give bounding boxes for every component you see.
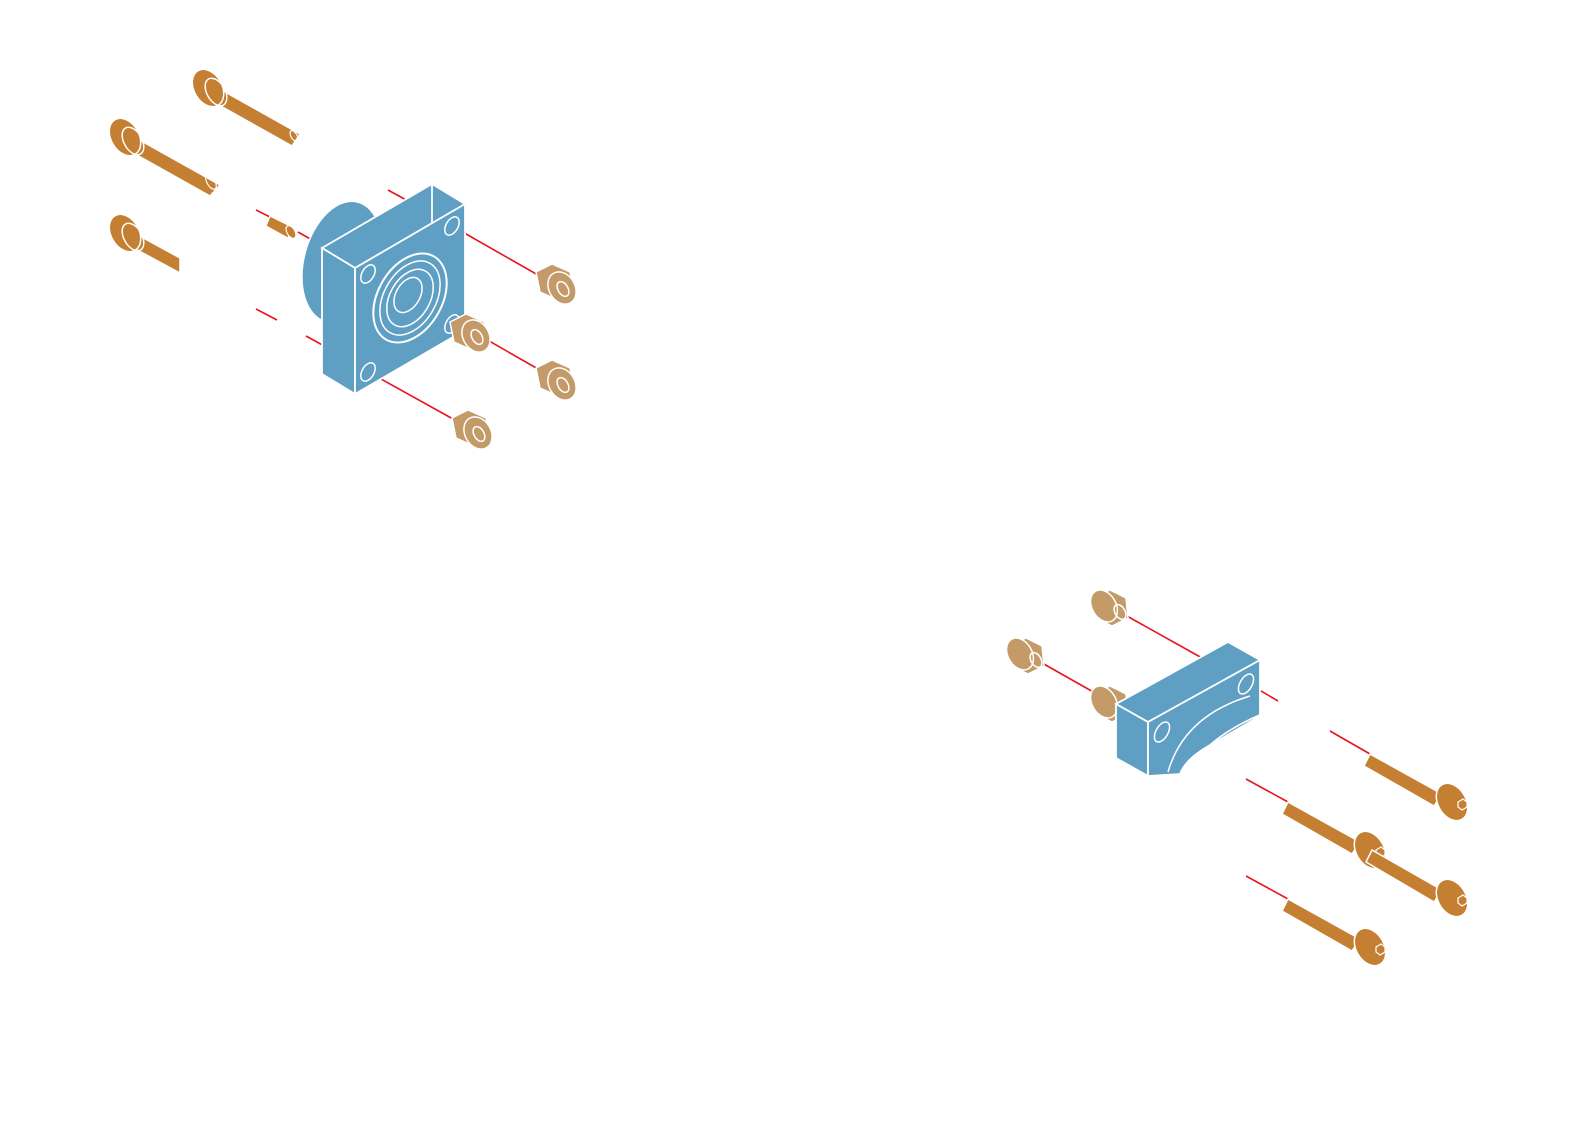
screw-icon — [1281, 897, 1387, 967]
axis-line — [451, 225, 546, 280]
screw-icon — [108, 117, 222, 197]
hex-nut-icon — [1005, 637, 1045, 675]
axis-line — [1329, 730, 1371, 755]
screw-icon — [1363, 752, 1469, 822]
axis-line — [1117, 610, 1203, 659]
flange-housing-icon — [301, 182, 467, 396]
screw-icon — [1365, 848, 1469, 918]
axis-line — [255, 308, 278, 321]
hex-nut-icon — [535, 263, 577, 305]
axis-line — [1245, 875, 1289, 900]
screw-icon — [191, 68, 302, 147]
pillow-block-housing-icon — [1114, 640, 1263, 778]
assembly-flange-housing — [108, 68, 577, 450]
hex-nut-icon — [449, 313, 491, 353]
hex-nut-icon — [535, 359, 577, 401]
axis-lines-pillow — [1034, 610, 1371, 900]
assembly-pillow-block — [1005, 589, 1469, 967]
hex-nut-icon — [1089, 589, 1129, 627]
pin-icon — [265, 215, 297, 239]
hex-nut-icon — [451, 409, 493, 450]
axis-line — [1245, 778, 1289, 803]
axis-line — [371, 373, 463, 425]
screw-icon — [108, 213, 181, 275]
